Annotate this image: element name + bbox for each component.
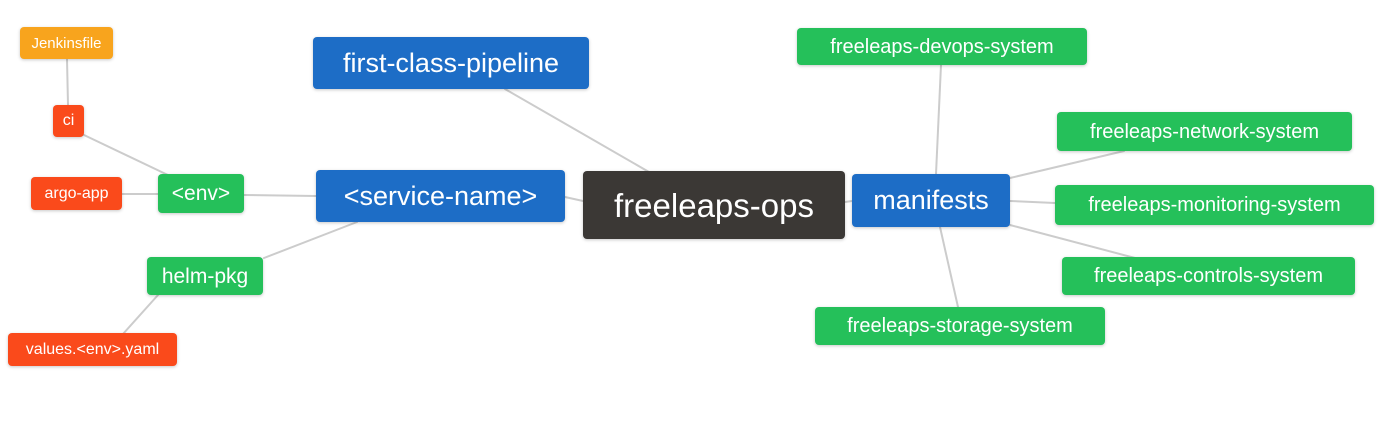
node-freeleaps-ops-root[interactable]: freeleaps-ops <box>583 171 845 239</box>
node-monitoring-system[interactable]: freeleaps-monitoring-system <box>1055 185 1374 225</box>
edge-manifests-controls <box>1009 224 1136 259</box>
node-env[interactable]: <env> <box>158 174 244 213</box>
node-helm-pkg[interactable]: helm-pkg <box>147 257 263 295</box>
node-argo-app[interactable]: argo-app <box>31 177 122 210</box>
node-service-name[interactable]: <service-name> <box>316 170 565 222</box>
edge-manifests-devops <box>935 64 942 175</box>
edge-service-name-ops <box>564 196 584 202</box>
node-storage-system[interactable]: freeleaps-storage-system <box>815 307 1105 345</box>
edge-env-service-name <box>243 194 317 197</box>
edge-ci-env <box>83 134 171 177</box>
node-jenkinsfile[interactable]: Jenkinsfile <box>20 27 113 59</box>
node-network-system[interactable]: freeleaps-network-system <box>1057 112 1352 151</box>
edge-manifests-monitoring <box>1009 200 1056 204</box>
node-values-env-yaml[interactable]: values.<env>.yaml <box>8 333 177 366</box>
node-first-class-pipeline[interactable]: first-class-pipeline <box>313 37 589 89</box>
node-manifests[interactable]: manifests <box>852 174 1010 227</box>
edge-pipeline-ops <box>504 88 650 173</box>
edge-jenkinsfile-ci <box>66 58 69 106</box>
edge-service-name-helm-pkg <box>263 221 358 259</box>
edge-helm-pkg-values <box>122 294 159 335</box>
node-ci[interactable]: ci <box>53 105 84 137</box>
edge-manifests-storage <box>939 226 959 308</box>
node-devops-system[interactable]: freeleaps-devops-system <box>797 28 1087 65</box>
edge-manifests-network <box>1009 150 1125 179</box>
edge-ops-manifests <box>844 200 853 203</box>
node-controls-system[interactable]: freeleaps-controls-system <box>1062 257 1355 295</box>
